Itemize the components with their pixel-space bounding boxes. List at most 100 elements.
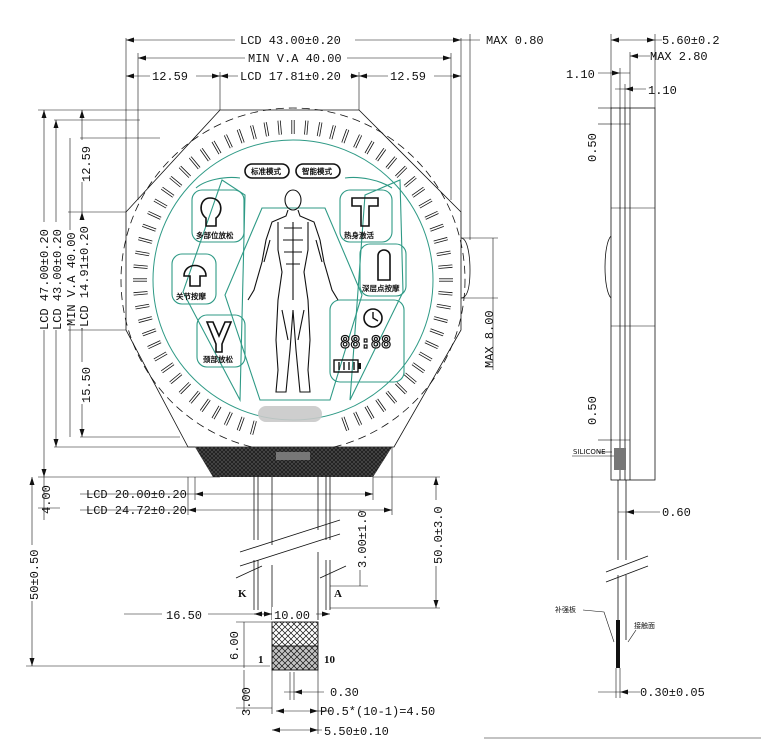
- svg-text:10: 10: [324, 654, 336, 666]
- svg-text:6.00: 6.00: [228, 631, 242, 660]
- dim-side-110b: 1.10: [615, 84, 677, 98]
- dim-lcd-2000: LCD 20.00±0.20: [80, 477, 374, 502]
- ring-segment-inner: [386, 391, 397, 404]
- svg-text:50.0±3.0: 50.0±3.0: [432, 506, 446, 564]
- svg-text:12.59: 12.59: [152, 70, 188, 84]
- ring-segment-inner: [376, 399, 386, 412]
- svg-text:MAX 2.80: MAX 2.80: [650, 50, 708, 64]
- ring-segment-inner: [429, 329, 444, 336]
- ring-segment-inner: [365, 141, 374, 154]
- svg-text:3.00: 3.00: [240, 687, 254, 716]
- dim-50-vertical: 50±0.50: [24, 477, 270, 667]
- side-profile: [604, 107, 656, 668]
- ring-segment-inner: [138, 237, 153, 243]
- svg-text:MAX 0.80: MAX 0.80: [486, 34, 544, 48]
- battery-icon: [333, 359, 361, 373]
- svg-text:16.50: 16.50: [166, 609, 202, 623]
- svg-text:88:88: 88:88: [340, 333, 391, 353]
- contact-label: 接触面: [627, 621, 655, 643]
- ring-segment-inner: [304, 120, 308, 135]
- ring-segment-inner: [147, 211, 162, 220]
- deep-point-icon: 深层点按摩: [362, 249, 400, 293]
- ring-segment-inner: [212, 141, 221, 154]
- svg-text:LCD 14.91±0.20: LCD 14.91±0.20: [78, 226, 92, 327]
- clock-icon: [363, 308, 383, 328]
- dim-side-max280: MAX 2.80: [630, 50, 708, 64]
- ring-segment-inner: [133, 265, 148, 269]
- dim-1650: 16.50: [124, 607, 272, 623]
- dim-side-110a: 1.10: [566, 68, 630, 82]
- svg-text:1: 1: [258, 654, 264, 666]
- ring-segment-inner: [154, 352, 167, 361]
- dim-max-800: MAX 8.00: [461, 237, 498, 370]
- display-panel: [171, 176, 407, 403]
- front-view: LCD 43.00±0.20 MAX 0.80 MIN V.A 40.00 12…: [24, 32, 544, 739]
- ring-segment-inner: [342, 129, 349, 144]
- ring-segment-inner: [433, 237, 448, 243]
- ring-segment-inner: [169, 176, 182, 187]
- svg-text:K: K: [238, 588, 247, 600]
- ring-segment-inner: [365, 406, 374, 419]
- ring-segment-inner: [142, 329, 157, 336]
- ring-segment-inner: [138, 317, 153, 323]
- ring-segment-inner: [376, 148, 386, 161]
- ring-segment-inner: [237, 416, 244, 431]
- dim-side-050b: 0.50: [586, 396, 612, 453]
- ring-segment-inner: [142, 224, 157, 231]
- svg-text:1.10: 1.10: [648, 84, 677, 98]
- segment-ring: [133, 120, 453, 435]
- ring-segment-inner: [424, 211, 439, 220]
- viewing-area-circle: [120, 107, 466, 453]
- svg-text:0.60: 0.60: [662, 506, 691, 520]
- svg-text:A: A: [334, 588, 342, 600]
- mode-pills: 标准模式 智能模式: [244, 163, 341, 179]
- dim-side-050a: 0.50: [586, 107, 612, 162]
- ring-segment-inner: [161, 187, 174, 197]
- ring-segment-inner: [395, 382, 407, 394]
- mode-smart-label: 智能模式: [302, 166, 332, 176]
- ring-segment-inner: [147, 340, 162, 349]
- dim-600: 6.00: [228, 621, 272, 668]
- ring-segment-inner: [419, 352, 432, 361]
- svg-text:MIN V.A 40.00: MIN V.A 40.00: [65, 232, 79, 326]
- side-view: 5.60±0.2 MAX 2.80 1.10 1.10: [484, 34, 761, 739]
- dim-lcd-height2: LCD 43.00±0.20: [48, 120, 66, 447]
- ring-segment-inner: [395, 166, 407, 178]
- ring-segment-inner: [237, 129, 244, 144]
- dim-1000: 10.00: [254, 607, 330, 623]
- dim-lcd-width: LCD 43.00±0.20: [126, 32, 461, 48]
- svg-text:补强板: 补强板: [555, 605, 576, 614]
- ring-segment-inner: [438, 291, 453, 295]
- ring-segment-inner: [135, 251, 150, 256]
- dim-segments: 12.59 LCD 17.81±0.20 12.59: [126, 68, 461, 84]
- ring-segment-inner: [135, 304, 150, 309]
- fpc-connector: 1 10: [258, 621, 336, 734]
- dim-400-vertical: 4.00: [38, 477, 60, 520]
- ring-segment-inner: [353, 134, 362, 149]
- ring-segment-inner: [436, 304, 451, 309]
- ring-segment-inner: [342, 416, 349, 431]
- svg-text:LCD 20.00±0.20: LCD 20.00±0.20: [86, 488, 187, 502]
- svg-text:MIN V.A 40.00: MIN V.A 40.00: [248, 52, 342, 66]
- svg-text:0.30±0.05: 0.30±0.05: [640, 686, 705, 700]
- ring-segment-inner: [404, 373, 417, 384]
- svg-text:关节按摩: 关节按摩: [176, 291, 206, 301]
- svg-text:0.50: 0.50: [586, 396, 600, 425]
- ring-segment-inner: [179, 382, 191, 394]
- svg-text:多部位放松: 多部位放松: [196, 230, 234, 240]
- stiffener-label: 补强板: [555, 605, 615, 643]
- bonding-strip: [195, 447, 392, 477]
- wire-a: A: [325, 477, 342, 610]
- ring-segment-inner: [200, 148, 210, 161]
- svg-text:5.60±0.2: 5.60±0.2: [662, 34, 720, 48]
- dim-max-080: MAX 0.80: [461, 34, 544, 48]
- svg-text:0.30: 0.30: [330, 686, 359, 700]
- ring-segment-inner: [353, 411, 362, 426]
- silicone-label: SILICONE: [572, 448, 614, 457]
- ring-segment-inner: [179, 166, 191, 178]
- ring-segment-inner: [438, 265, 453, 269]
- svg-text:LCD 43.00±0.20: LCD 43.00±0.20: [51, 229, 65, 330]
- ring-segment-inner: [278, 120, 282, 135]
- ring-segment-inner: [330, 125, 336, 140]
